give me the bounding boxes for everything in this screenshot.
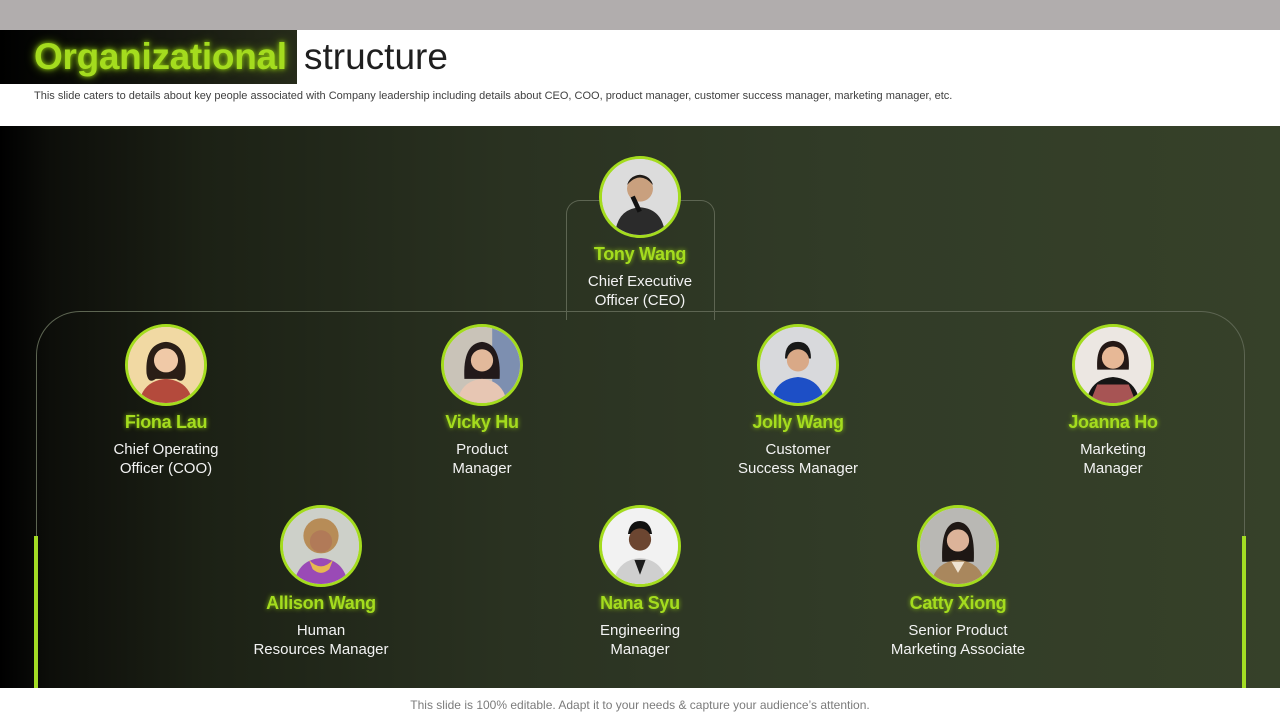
person-name: Fiona Lau	[124, 412, 208, 432]
person-name: Tony Wang	[593, 244, 687, 264]
title-highlight-block	[0, 30, 297, 84]
slide-footer: This slide is 100% editable. Adapt it to…	[410, 698, 870, 712]
avatar-photo-icon	[280, 505, 362, 587]
person-name: Joanna Ho	[1068, 412, 1158, 432]
avatar-photo-icon	[1072, 324, 1154, 406]
person-name: Vicky Hu	[445, 412, 519, 432]
avatar-photo-icon	[599, 156, 681, 238]
slide-title: structure	[304, 36, 448, 77]
avatar-photo-icon	[917, 505, 999, 587]
team-connector-frame	[36, 311, 1245, 688]
person-name: Jolly Wang	[752, 412, 844, 432]
slide-title-highlight: Organizational	[34, 36, 287, 77]
person-name: Catty Xiong	[909, 593, 1007, 613]
avatar-photo-icon	[441, 324, 523, 406]
slide-subtitle: This slide caters to details about key p…	[34, 90, 953, 102]
avatar-photo-icon	[599, 505, 681, 587]
top-bar	[0, 0, 1280, 30]
right-accent-bar	[1242, 536, 1246, 688]
avatar-photo-icon	[125, 324, 207, 406]
avatar-photo-icon	[757, 324, 839, 406]
person-name: Allison Wang	[266, 593, 376, 613]
person-name: Nana Syu	[600, 593, 680, 613]
left-accent-bar	[34, 536, 38, 688]
